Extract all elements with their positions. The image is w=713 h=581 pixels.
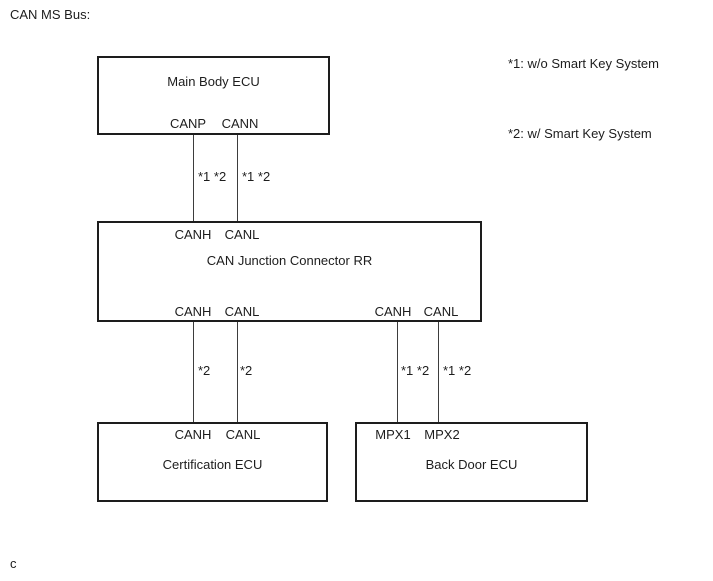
wire-label-lower-right-1: *1 *2	[401, 363, 430, 378]
certification-ecu-box: CANH CANL Certification ECU	[97, 422, 328, 502]
pin-label-canh: CANH	[374, 304, 412, 319]
wire-label-lower-right-2: *1 *2	[443, 363, 472, 378]
wire	[193, 322, 194, 422]
wire	[397, 322, 398, 422]
wire-label-upper-left: *1 *2	[198, 169, 227, 184]
pin-label-canl: CANL	[423, 304, 459, 319]
can-junction-connector-rr-label: CAN Junction Connector RR	[206, 253, 373, 268]
wire	[438, 322, 439, 422]
wire	[237, 135, 238, 221]
pin-label-canp: CANP	[169, 116, 207, 131]
wire	[193, 135, 194, 221]
pin-label-canl: CANL	[225, 427, 261, 442]
footnote-2: *2: w/ Smart Key System	[508, 126, 652, 141]
pin-label-cann: CANN	[221, 116, 259, 131]
pin-label-canh: CANH	[174, 304, 212, 319]
pin-label-canh: CANH	[174, 427, 212, 442]
main-body-ecu-box: Main Body ECU CANP CANN	[97, 56, 330, 135]
pin-label-canl: CANL	[224, 227, 260, 242]
diagram-title: CAN MS Bus:	[10, 7, 91, 22]
back-door-ecu-label: Back Door ECU	[425, 457, 518, 472]
main-body-ecu-label: Main Body ECU	[167, 74, 260, 89]
footnote-1: *1: w/o Smart Key System	[508, 56, 659, 71]
certification-ecu-label: Certification ECU	[162, 457, 263, 472]
wire-label-lower-left-2: *2	[240, 363, 253, 378]
pin-label-mpx1: MPX1	[375, 427, 411, 442]
wire	[237, 322, 238, 422]
footer-char: c	[10, 556, 17, 571]
back-door-ecu-box: MPX1 MPX2 Back Door ECU	[355, 422, 588, 502]
pin-label-mpx2: MPX2	[424, 427, 460, 442]
wire-label-lower-left-1: *2	[198, 363, 211, 378]
pin-label-canh: CANH	[174, 227, 212, 242]
can-junction-connector-rr-box: CANH CANL CAN Junction Connector RR CANH…	[97, 221, 482, 322]
wire-label-upper-right: *1 *2	[242, 169, 271, 184]
pin-label-canl: CANL	[224, 304, 260, 319]
